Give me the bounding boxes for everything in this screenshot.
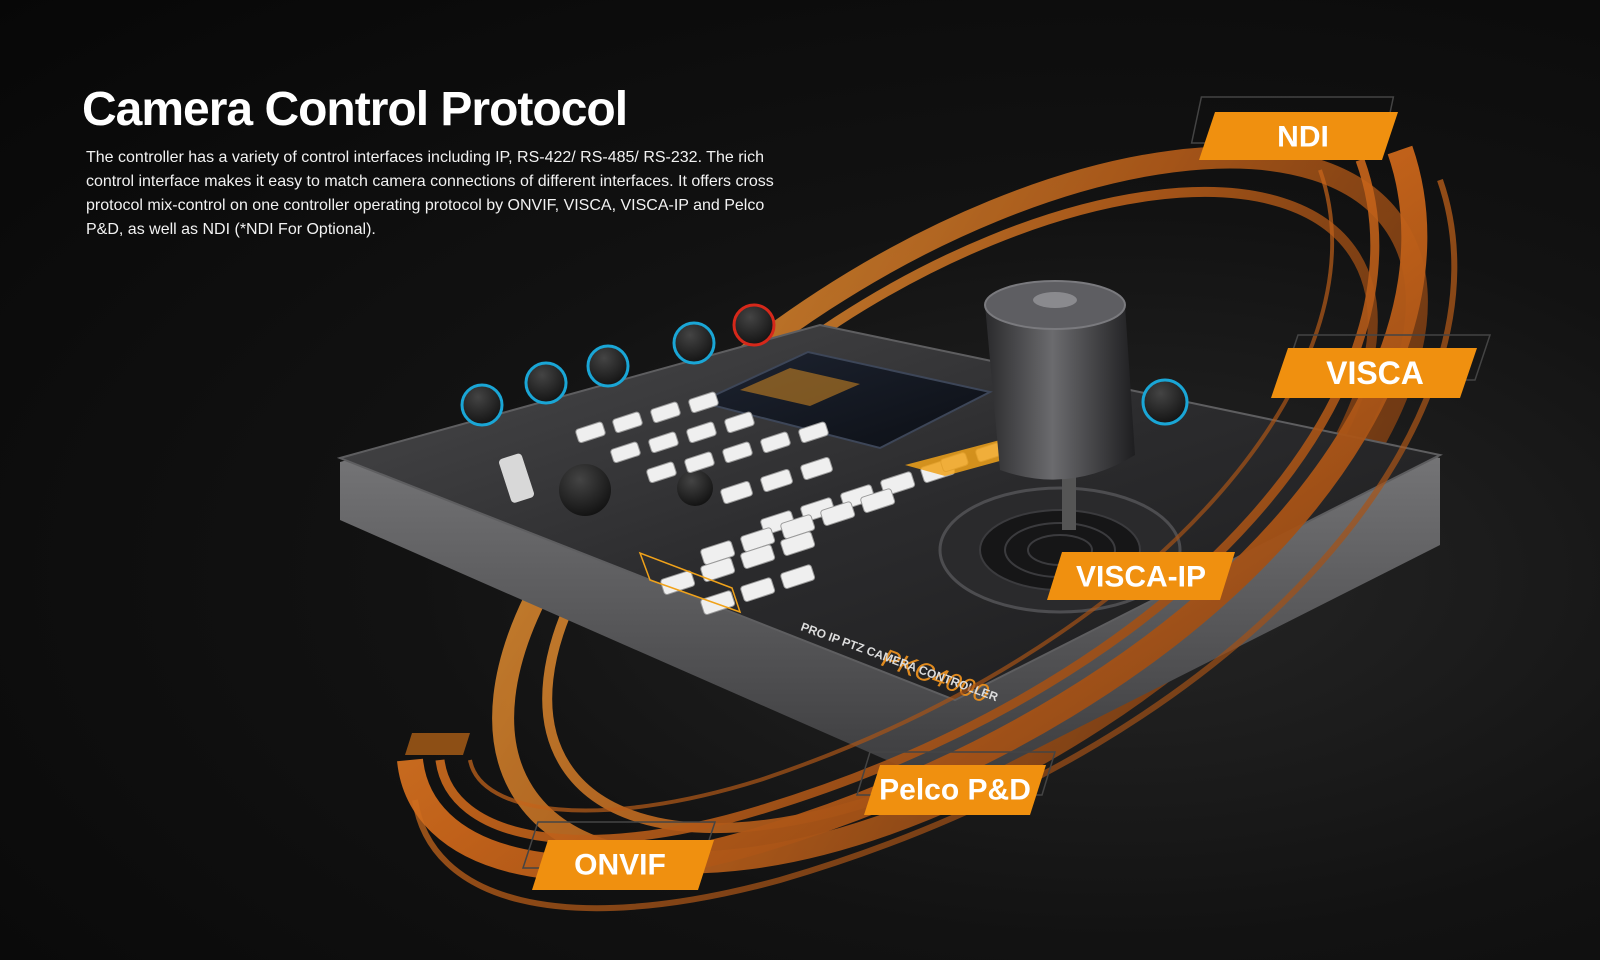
fader [499, 453, 534, 503]
pelco-label: Pelco P&D [879, 774, 1031, 807]
protocol-tag-onvif: ONVIF [521, 821, 717, 890]
keypad [575, 391, 1004, 615]
visca-label: VISCA [1326, 355, 1424, 391]
joystick [984, 280, 1135, 480]
decor-block [405, 733, 470, 755]
page-title: Camera Control Protocol [82, 83, 628, 136]
protocol-tag-visca-ip: VISCA-IP [1047, 552, 1235, 600]
protocol-tag-pelco: Pelco P&D [855, 751, 1057, 815]
controller-device: PKC4000 PRO IP PTZ CAMERA CONTROLLER [336, 280, 1443, 790]
ndi-label: NDI [1277, 121, 1329, 154]
protocol-tag-visca: VISCA [1271, 334, 1492, 398]
knob-row [460, 303, 1189, 516]
page-description: The controller has a variety of control … [86, 149, 774, 238]
protocol-tag-ndi: NDI [1190, 96, 1398, 160]
visca-ip-label: VISCA-IP [1076, 561, 1206, 594]
onvif-label: ONVIF [574, 849, 666, 882]
